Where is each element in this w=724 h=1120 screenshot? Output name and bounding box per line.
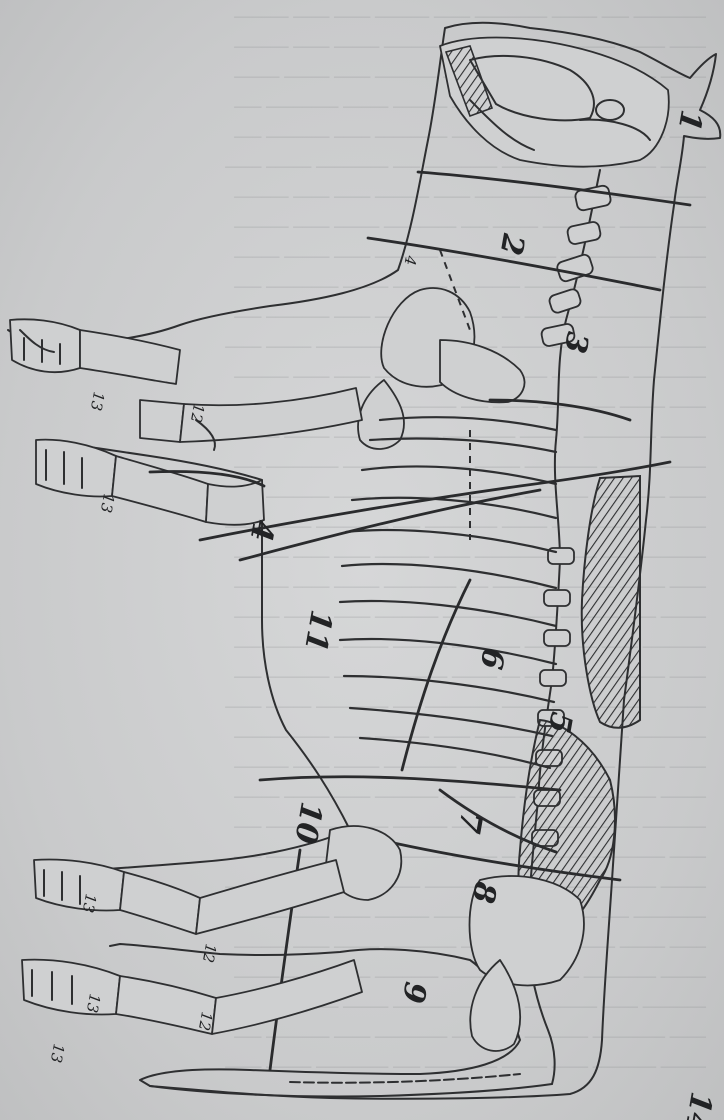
label-cut-6: 6 <box>473 645 511 672</box>
hindleg-upper <box>34 860 344 935</box>
label-hind-13a: 13 <box>79 892 100 914</box>
hindleg-lower <box>22 960 362 1034</box>
label-cut-2: 2 <box>493 230 531 258</box>
cut-line-mid <box>490 400 630 420</box>
fillet-hatched-upper <box>582 476 640 728</box>
label-cut-12: 12 <box>199 942 220 964</box>
scapula <box>358 288 524 449</box>
foreleg-lower <box>36 440 264 525</box>
label-cut-14: 14 <box>677 1089 719 1120</box>
foreleg-upper <box>10 319 362 450</box>
label-fore-13a: 13 <box>87 390 108 412</box>
label-cut-3: 3 <box>557 329 595 356</box>
cut-line-neck-1 <box>418 172 690 205</box>
label-fore-13b: 13 <box>97 492 118 514</box>
label-cut-10: 10 <box>287 799 329 846</box>
label-cut-7: 7 <box>451 809 489 836</box>
tail-vertebrae <box>290 1074 520 1083</box>
skull <box>440 38 669 167</box>
label-cut-11: 11 <box>297 607 339 654</box>
label-hind-13b: 13 <box>83 992 104 1014</box>
label-hind-12: 12 <box>195 1010 216 1032</box>
label-cut-4-small: 4 <box>400 253 420 267</box>
label-cut-4: 4 <box>243 517 281 544</box>
label-cut-9: 9 <box>395 979 433 1006</box>
label-cut-13: 13 <box>47 1042 68 1064</box>
ribs <box>340 417 556 768</box>
cut-line-10 <box>260 777 560 790</box>
label-fore-12: 12 <box>187 402 208 424</box>
